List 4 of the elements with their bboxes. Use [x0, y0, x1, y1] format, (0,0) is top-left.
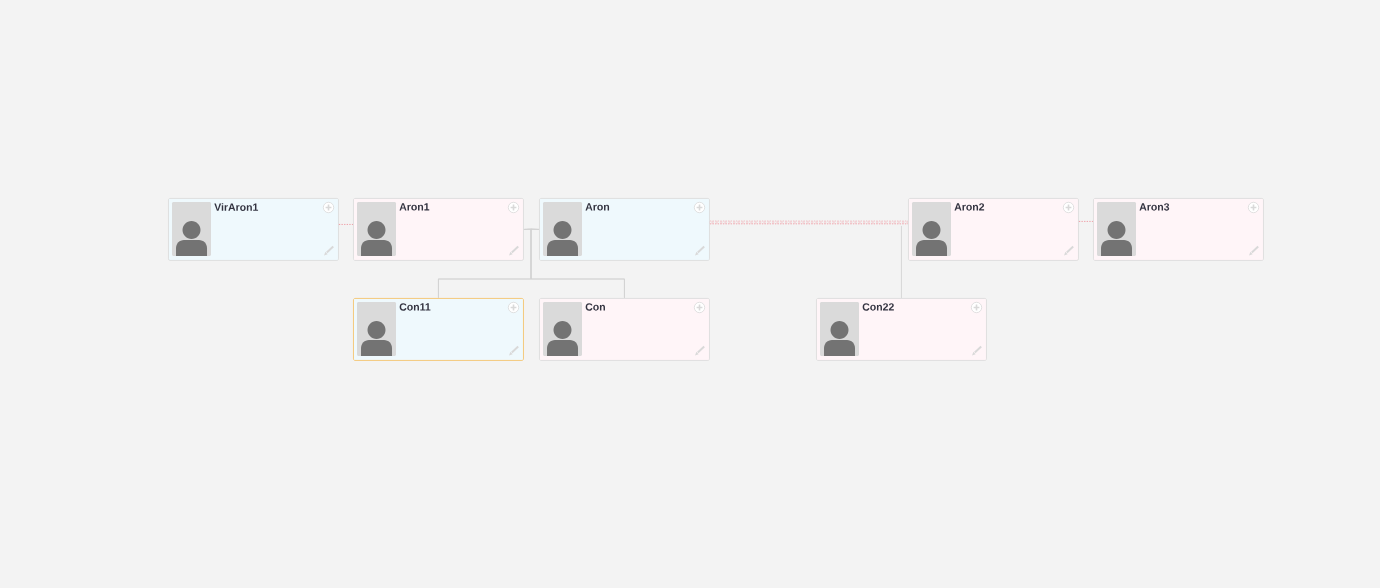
- connector-line: [338, 224, 354, 225]
- connector-line: [709, 220, 908, 225]
- connector-line: [438, 228, 625, 299]
- connector-line: [1078, 221, 1094, 222]
